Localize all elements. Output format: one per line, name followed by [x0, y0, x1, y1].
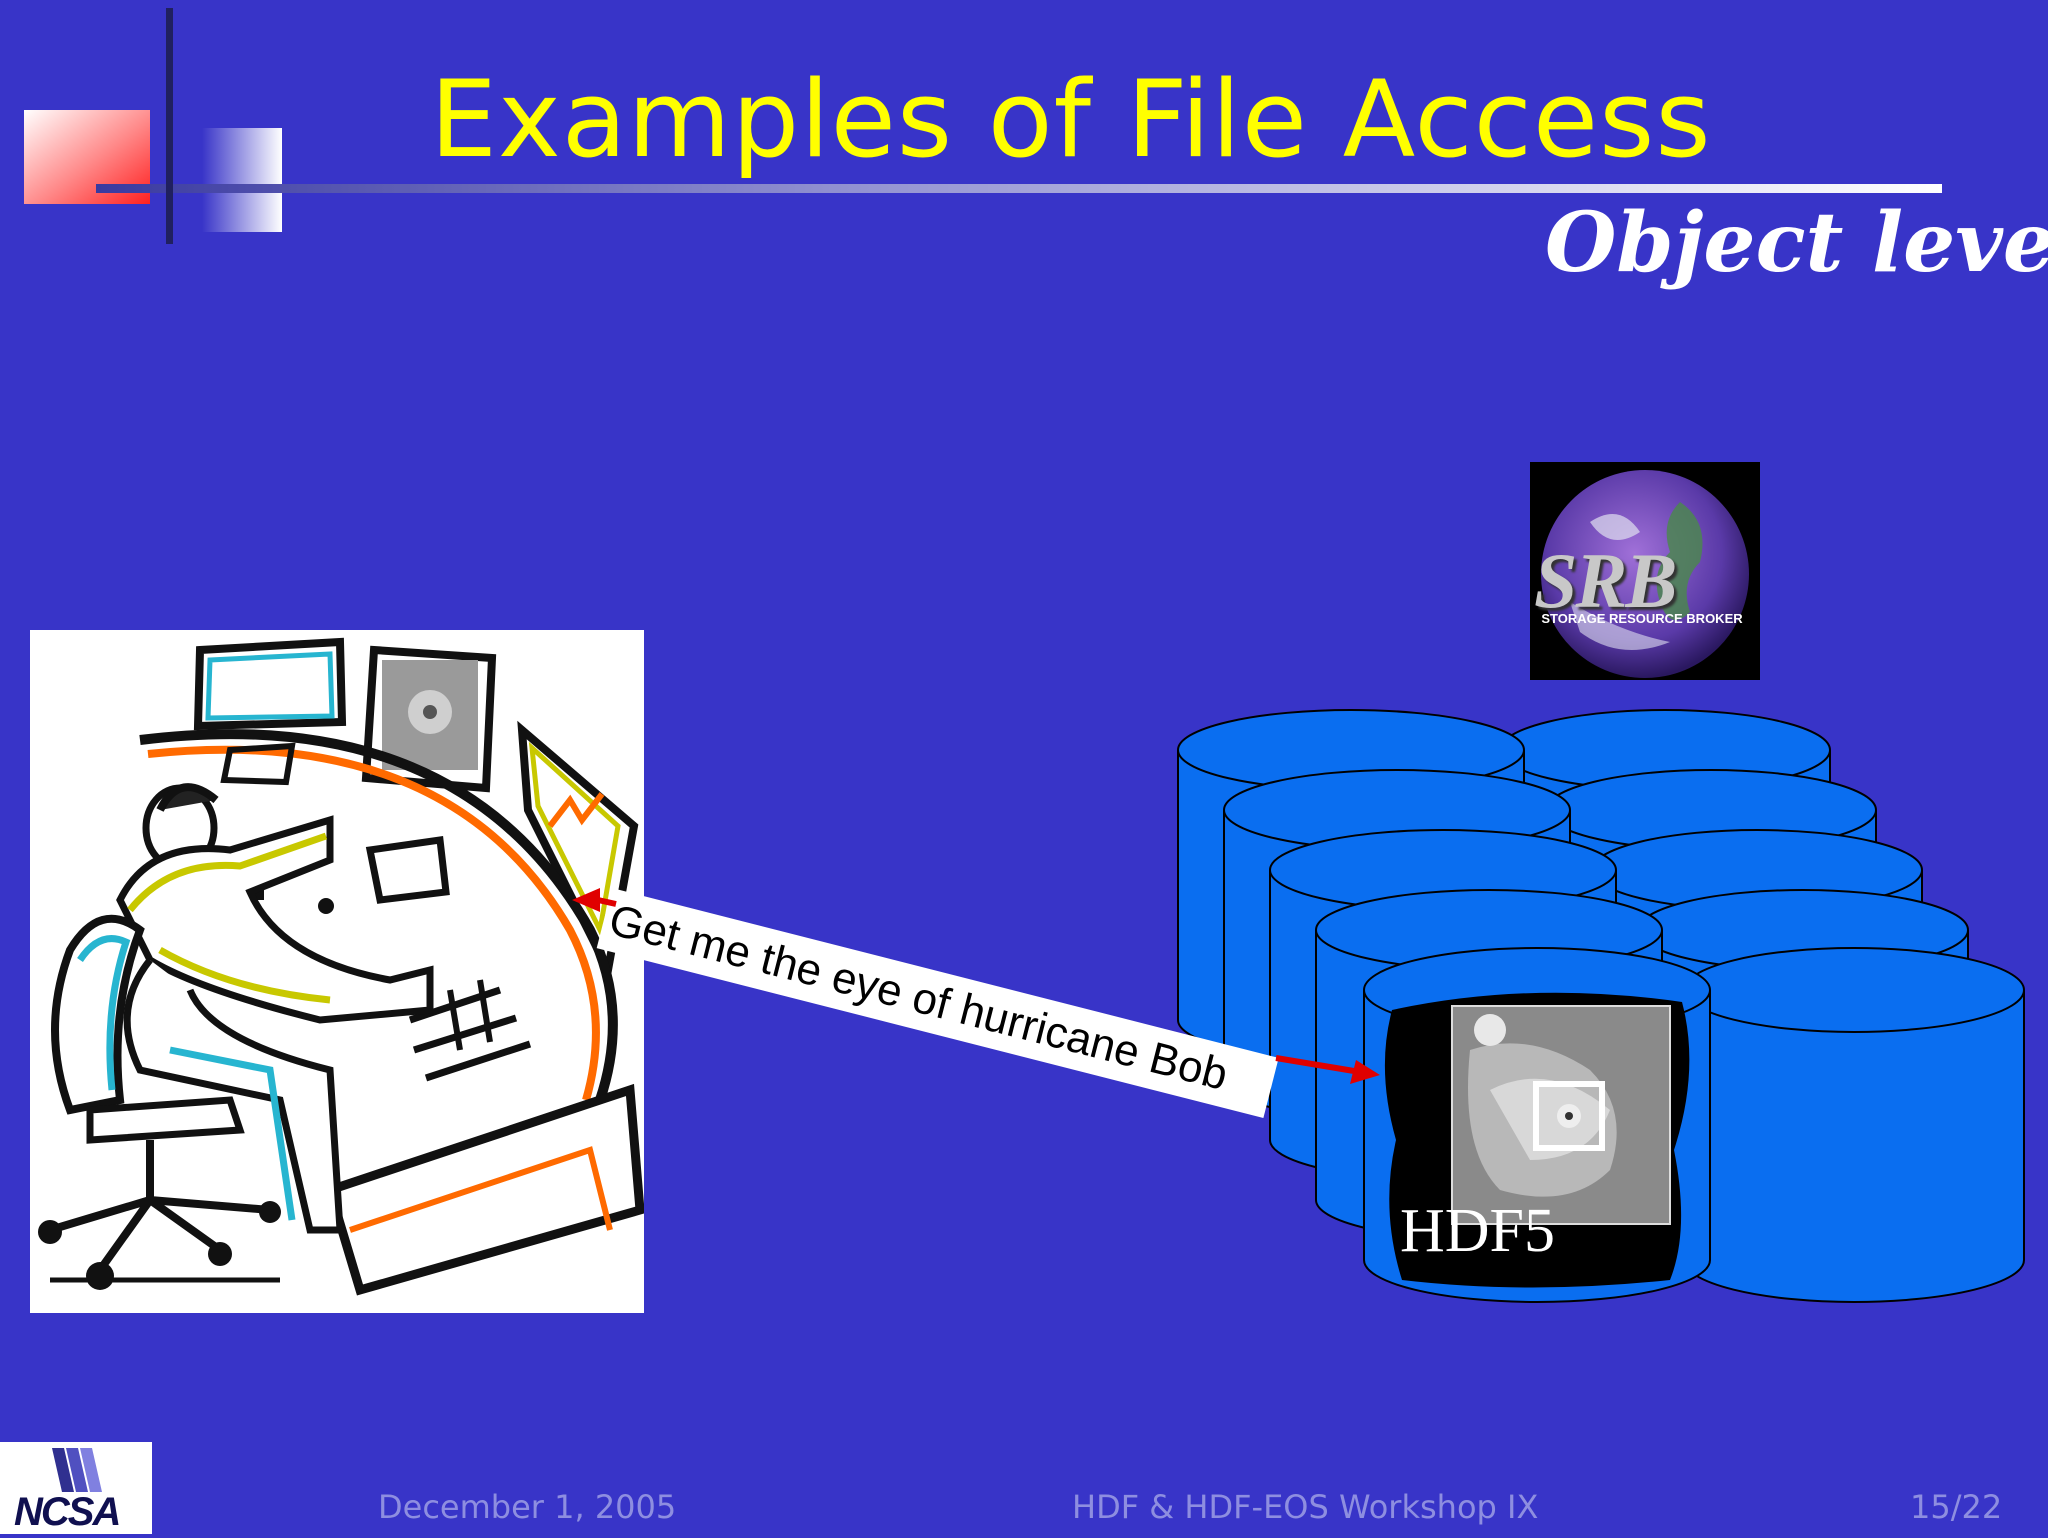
slide-title: Examples of File Access — [430, 58, 1712, 181]
arrow-to-hdf5 — [1275, 1055, 1380, 1084]
globe-icon — [1541, 470, 1749, 678]
hurricane-eye-selection — [1533, 1081, 1605, 1151]
srb-logo — [1530, 462, 1760, 680]
workstation-clipart — [30, 630, 645, 1313]
ncsa-logo-mark — [52, 1448, 102, 1492]
hdf5-label: HDF5 — [1400, 1197, 1556, 1265]
ncsa-logo — [0, 1442, 152, 1534]
srb-logo-caption: STORAGE RESOURCE BROKER — [1541, 611, 1743, 626]
footer-date: December 1, 2005 — [378, 1488, 677, 1526]
footer-workshop: HDF & HDF-EOS Workshop IX — [1072, 1488, 1539, 1526]
request-arrows — [572, 888, 1380, 1084]
operator-illustration — [38, 637, 645, 1296]
footer-page-number: 15/22 — [1910, 1488, 2003, 1526]
horizontal-rule — [96, 184, 1942, 193]
slide-subtitle: Object level — [1545, 195, 2048, 291]
srb-logo-text: SRB — [1534, 537, 1677, 624]
ncsa-logo-text: NCSA — [14, 1490, 121, 1534]
storage-disk-array — [1177, 709, 2025, 1303]
disk-cylinder — [1683, 947, 2025, 1303]
corner-decoration — [24, 8, 1942, 244]
arrow-to-workstation — [572, 888, 617, 912]
blue-square — [202, 128, 282, 232]
vertical-rule — [166, 8, 173, 244]
